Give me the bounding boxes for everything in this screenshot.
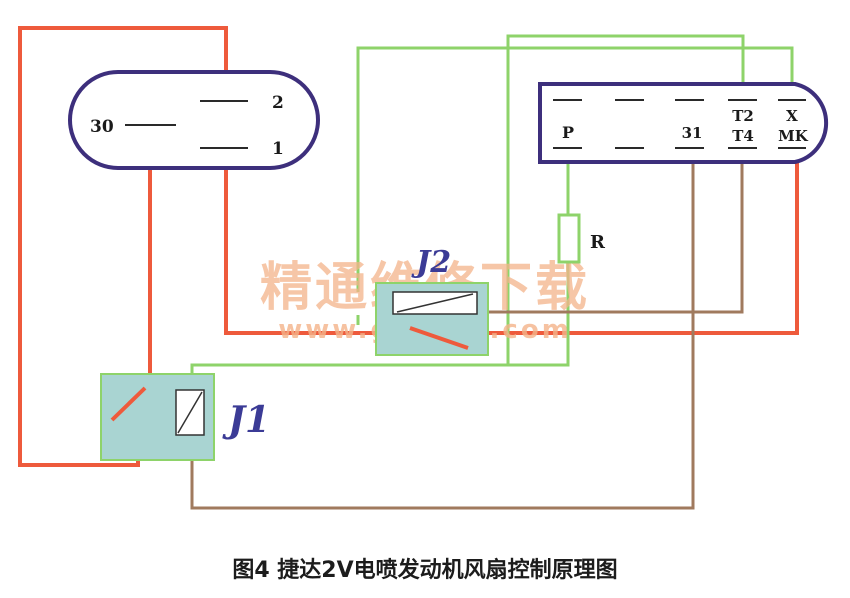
ecu-terminal-p: P [562, 123, 574, 142]
brown-wire-t4-to-j2 [410, 148, 744, 314]
red-wire-terminal1-to-mk [224, 148, 799, 335]
green-wire-t2-loop [506, 34, 745, 365]
ecu-terminal-t4: T4 [732, 127, 754, 145]
ecu-terminal-31: 31 [682, 124, 703, 142]
relay-j1: J1 [100, 373, 270, 461]
relay-j2-switch [409, 326, 469, 350]
green-wire-x-loop [356, 46, 794, 292]
ecu-terminal-mk: MK [778, 127, 809, 145]
switch-terminal-1: 1 [272, 139, 284, 159]
relay-j2-label: J2 [411, 245, 451, 280]
switch-terminal-2: 2 [272, 93, 284, 113]
relay-j1-switch [110, 386, 147, 422]
switch-terminal-30: 30 [90, 117, 114, 137]
relay-j2: J2 [375, 245, 489, 356]
resistor-body [557, 213, 581, 264]
relay-j2-coil-diagonal [396, 293, 474, 313]
ecu-connector: T2 X P 31 T4 MK [538, 82, 829, 164]
resistor-r: R [557, 213, 606, 264]
relay-j1-coil-diagonal [177, 391, 203, 434]
brown-wire-31-to-j1 [190, 148, 695, 510]
figure-caption: 图4 捷达2V电喷发动机风扇控制原理图 [232, 557, 617, 583]
ecu-terminal-x: X [786, 107, 798, 125]
ecu-terminal-t2: T2 [732, 107, 754, 125]
relay-j1-label: J1 [222, 399, 270, 441]
ecu-body [538, 82, 829, 164]
ignition-switch: 30 2 1 [68, 70, 320, 170]
resistor-label: R [590, 232, 606, 253]
switch-body [68, 70, 320, 170]
